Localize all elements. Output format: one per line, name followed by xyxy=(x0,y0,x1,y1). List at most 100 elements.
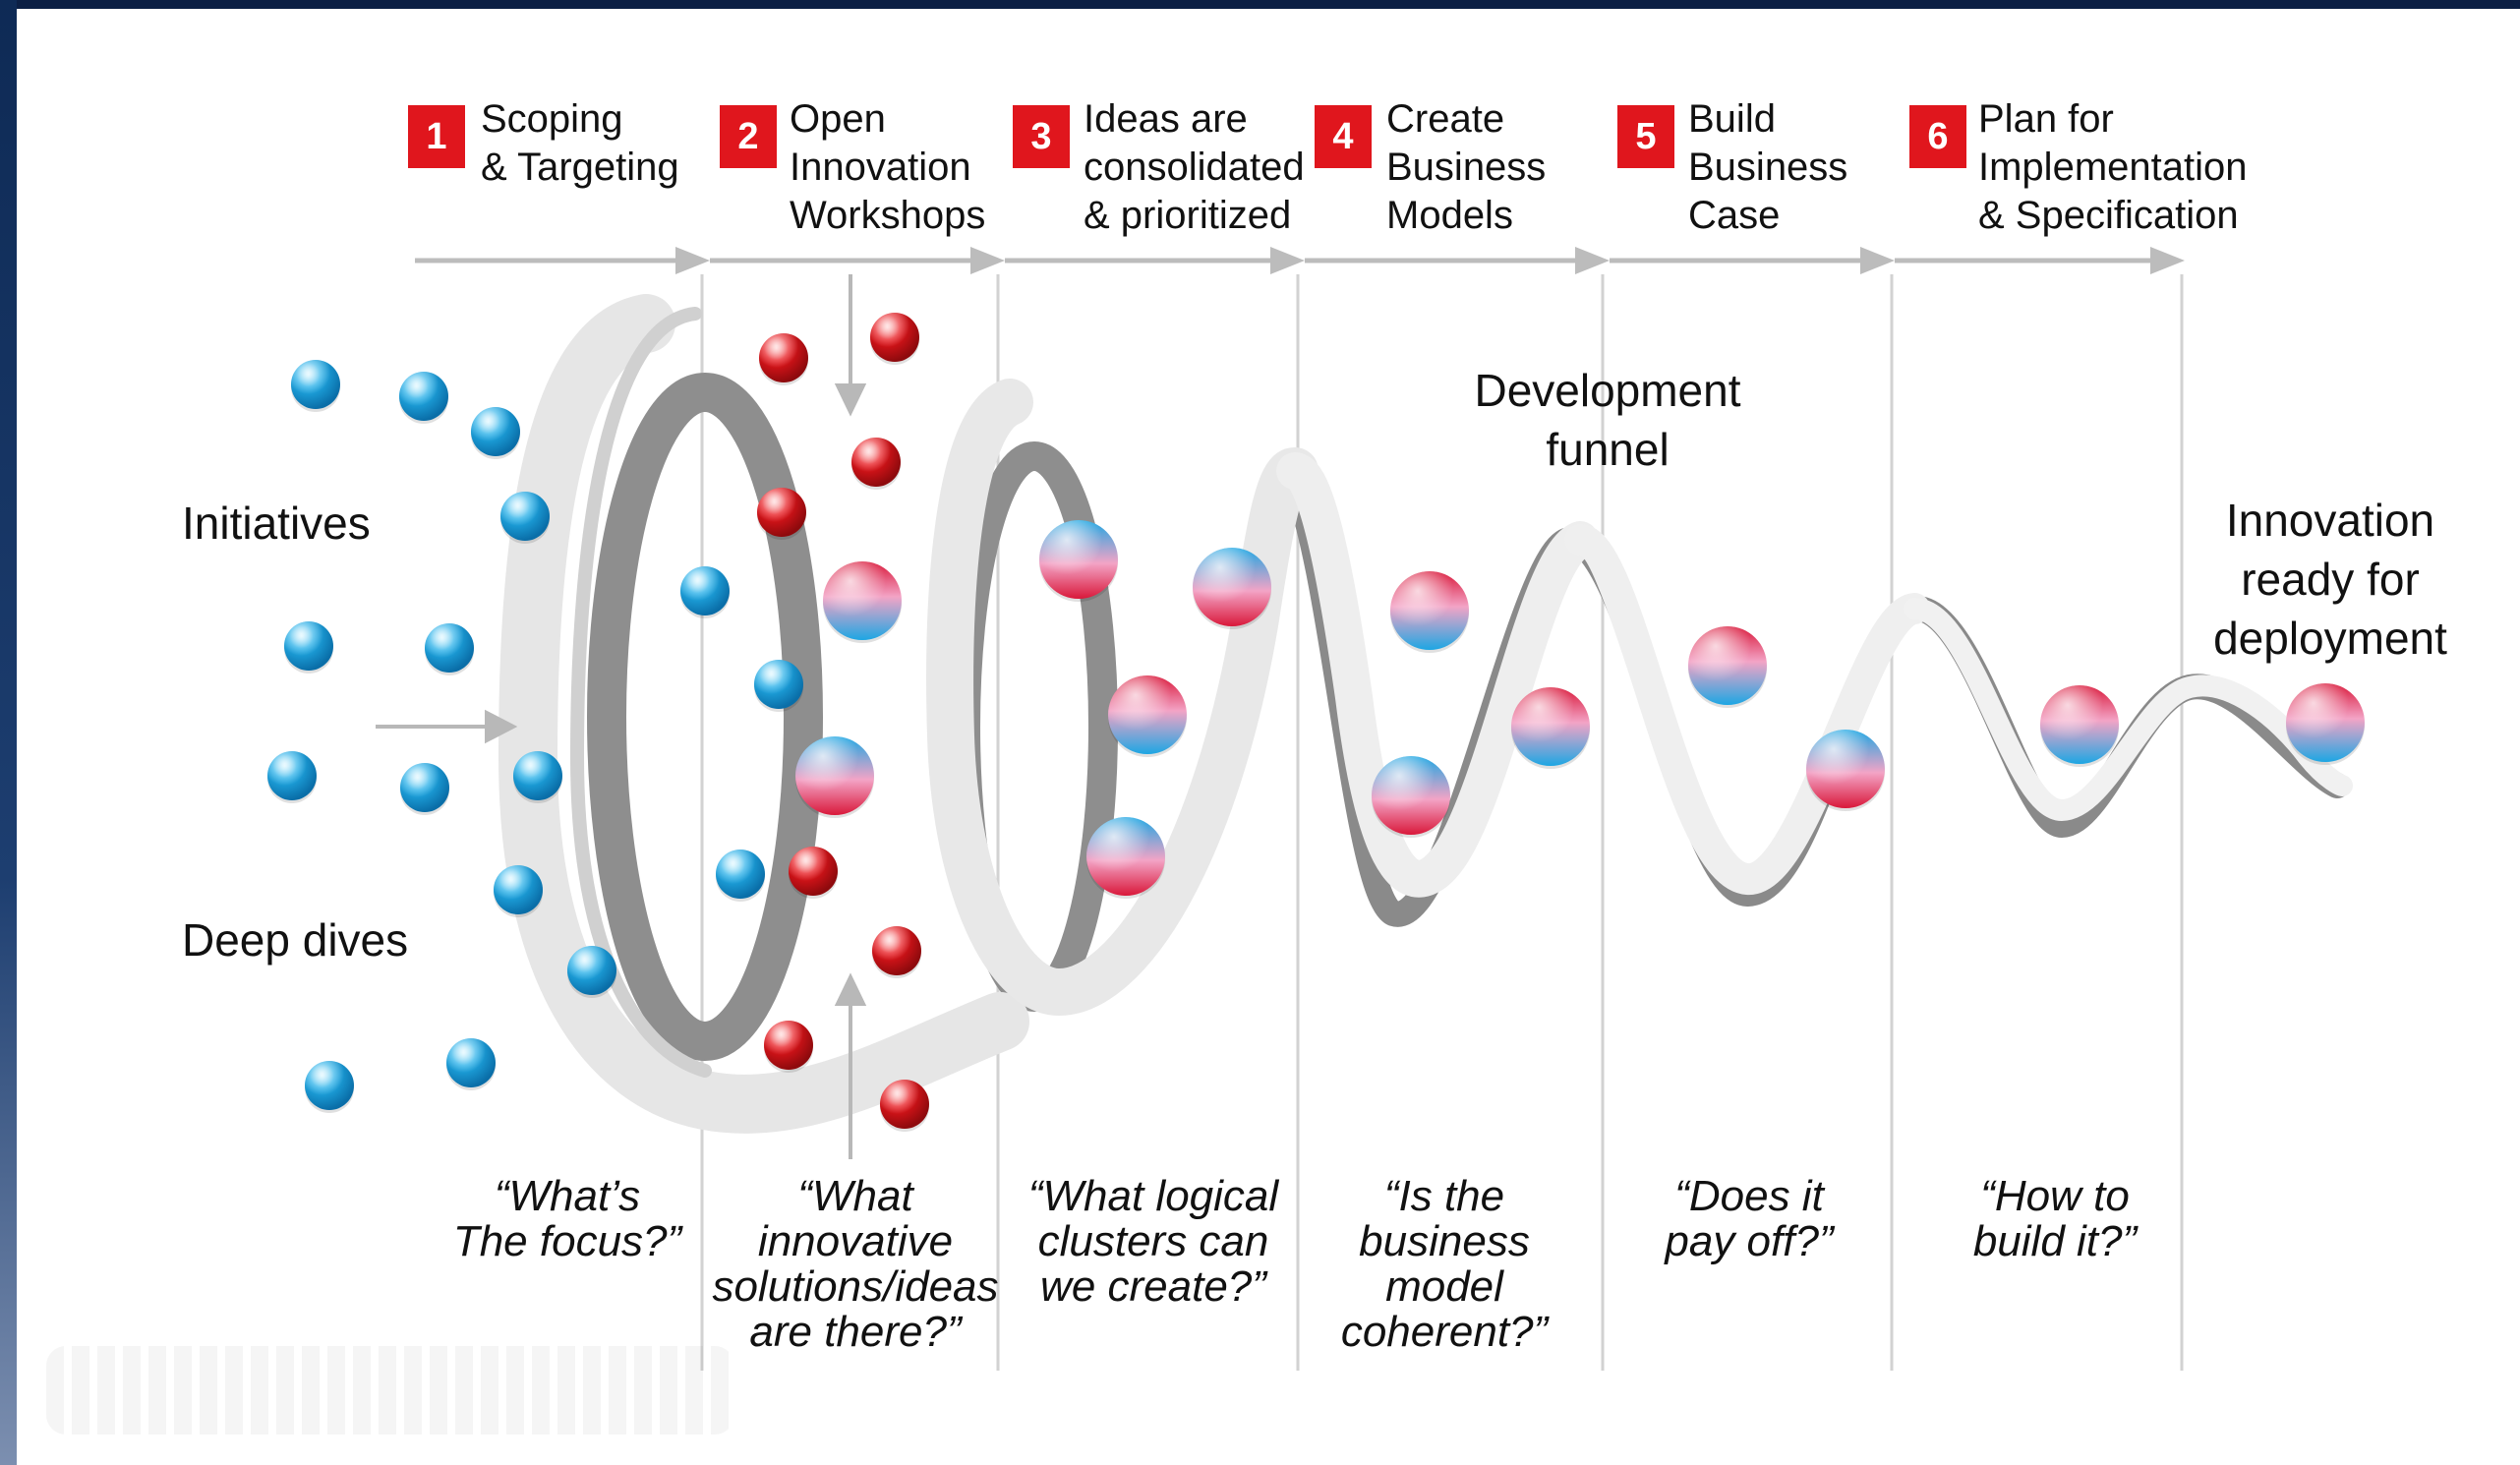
question-3-line-1: “What logical xyxy=(1027,1172,1279,1220)
spiral-coil-1-back xyxy=(587,373,823,1061)
development-funnel-label: Development funnel xyxy=(1444,361,1771,479)
blue-particle-5 xyxy=(680,566,730,618)
mixed-particle-b-1 xyxy=(1039,520,1118,602)
step-4-label: Create Business Models xyxy=(1386,95,1546,240)
blue-particle-6 xyxy=(284,621,333,674)
question-4: “Is the business model coherent?” xyxy=(1341,1174,1548,1355)
blue-particle-14 xyxy=(446,1038,496,1090)
process-arrows xyxy=(415,247,2185,274)
blue-particle-9 xyxy=(400,763,449,815)
blue-particle-15 xyxy=(754,660,803,712)
step-1-label: Scoping & Targeting xyxy=(481,95,679,192)
red-particle-6 xyxy=(872,926,921,978)
mixed-particle-a-2 xyxy=(1108,675,1187,757)
blue-particle-2 xyxy=(399,372,448,424)
mixed-particle-b-5 xyxy=(1372,756,1450,838)
mixed-particle-a-7 xyxy=(2286,683,2365,765)
mixed-particle-b-2 xyxy=(1193,548,1271,629)
question-2-line-3: solutions/ideas xyxy=(712,1262,999,1311)
spiral-coil-1-outer xyxy=(569,307,712,1078)
mixed-particle-a-3 xyxy=(1390,571,1469,653)
mixed-particle-a-5 xyxy=(1688,626,1767,708)
blue-particle-3 xyxy=(471,407,520,459)
blue-particle-8 xyxy=(267,751,317,803)
particles xyxy=(267,313,2365,1132)
question-6-line-1: “How to xyxy=(1980,1172,2130,1220)
mixed-particle-a-6 xyxy=(2040,685,2119,767)
question-3-line-3: we create?” xyxy=(1040,1262,1266,1311)
step-3-label: Ideas are consolidated & prioritized xyxy=(1084,95,1305,240)
mixed-particle-a-1 xyxy=(823,561,902,643)
step-6-line-2: Implementation xyxy=(1978,146,2248,189)
process-arrow-head-5 xyxy=(1860,247,1895,274)
question-5-line-2: pay off?” xyxy=(1665,1217,1834,1265)
question-2-line-2: innovative xyxy=(757,1217,954,1265)
process-arrow-head-4 xyxy=(1575,247,1610,274)
mixed-particle-a-4 xyxy=(1511,687,1590,769)
step-1-number: 1 xyxy=(408,105,465,168)
process-arrow-head-2 xyxy=(970,247,1005,274)
question-4-line-2: business xyxy=(1359,1217,1530,1265)
step-5-number: 5 xyxy=(1617,105,1674,168)
workshop-up-arrow xyxy=(834,972,867,1159)
frame-top-border xyxy=(0,0,2520,9)
development-funnel-line-2: funnel xyxy=(1546,424,1670,475)
step-2-label: Open Innovation Workshops xyxy=(790,95,985,240)
faded-watermark xyxy=(46,1346,734,1435)
question-4-line-1: “Is the xyxy=(1383,1172,1505,1220)
step-2-line-3: Workshops xyxy=(790,194,986,237)
question-1-line-1: “What’s xyxy=(494,1172,641,1220)
question-6-line-2: build it?” xyxy=(1972,1217,2138,1265)
question-6: “How to build it?” xyxy=(1973,1174,2137,1264)
red-particle-4 xyxy=(757,488,806,540)
step-3-number: 3 xyxy=(1013,105,1070,168)
step-4-number: 4 xyxy=(1315,105,1372,168)
question-4-line-3: model xyxy=(1385,1262,1503,1311)
red-particle-5 xyxy=(789,847,838,899)
workshop-down-arrow xyxy=(834,274,867,417)
blue-particle-12 xyxy=(567,946,616,998)
process-arrow-head-1 xyxy=(675,247,710,274)
red-particle-8 xyxy=(880,1080,929,1132)
mixed-particle-b-4 xyxy=(1086,817,1165,899)
blue-particle-1 xyxy=(291,360,340,412)
innovation-ready-line-1: Innovation xyxy=(2225,495,2435,546)
question-5: “Does it pay off?” xyxy=(1665,1174,1833,1264)
blue-particle-4 xyxy=(500,492,550,544)
spiral-coil-3-front xyxy=(1276,452,1599,898)
process-arrow-head-6 xyxy=(2150,247,2185,274)
red-particle-7 xyxy=(764,1021,813,1073)
step-1-line-1: Scoping xyxy=(481,97,623,141)
question-2-line-4: are there?” xyxy=(749,1308,962,1356)
blue-particle-11 xyxy=(494,865,543,917)
deep-dives-label: Deep dives xyxy=(182,914,409,966)
question-1-line-2: The focus?” xyxy=(452,1217,682,1265)
question-4-line-4: coherent?” xyxy=(1340,1308,1549,1356)
question-2-line-1: “What xyxy=(797,1172,913,1220)
inflow-arrow xyxy=(376,709,518,744)
step-5-label: Build Business Case xyxy=(1688,95,1847,240)
question-5-line-1: “Does it xyxy=(1674,1172,1824,1220)
step-4-line-1: Create xyxy=(1386,97,1505,141)
step-5-line-1: Build xyxy=(1688,97,1776,141)
step-2-line-1: Open xyxy=(790,97,886,141)
blue-particle-7 xyxy=(425,623,474,675)
spiral-coil-1-front xyxy=(498,294,1029,1134)
red-particle-3 xyxy=(851,438,901,490)
step-5-line-2: Business xyxy=(1688,146,1848,189)
step-1-line-2: & Targeting xyxy=(481,146,679,189)
step-2-line-2: Innovation xyxy=(790,146,971,189)
step-6-line-3: & Specification xyxy=(1978,194,2239,237)
mixed-particle-b-3 xyxy=(795,736,874,818)
innovation-ready-line-3: deployment xyxy=(2213,613,2447,664)
step-3-line-2: consolidated xyxy=(1084,146,1305,189)
blue-particle-16 xyxy=(716,850,765,902)
red-particle-2 xyxy=(870,313,919,365)
question-3: “What logical clusters can we create?” xyxy=(1028,1174,1278,1310)
question-1: “What’s The focus?” xyxy=(453,1174,681,1264)
step-3-line-1: Ideas are xyxy=(1084,97,1248,141)
spiral-coil-4-front xyxy=(1564,524,1930,895)
step-6-label: Plan for Implementation & Specification xyxy=(1978,95,2247,240)
development-funnel-line-1: Development xyxy=(1474,365,1741,416)
frame-left-border xyxy=(0,0,17,1465)
